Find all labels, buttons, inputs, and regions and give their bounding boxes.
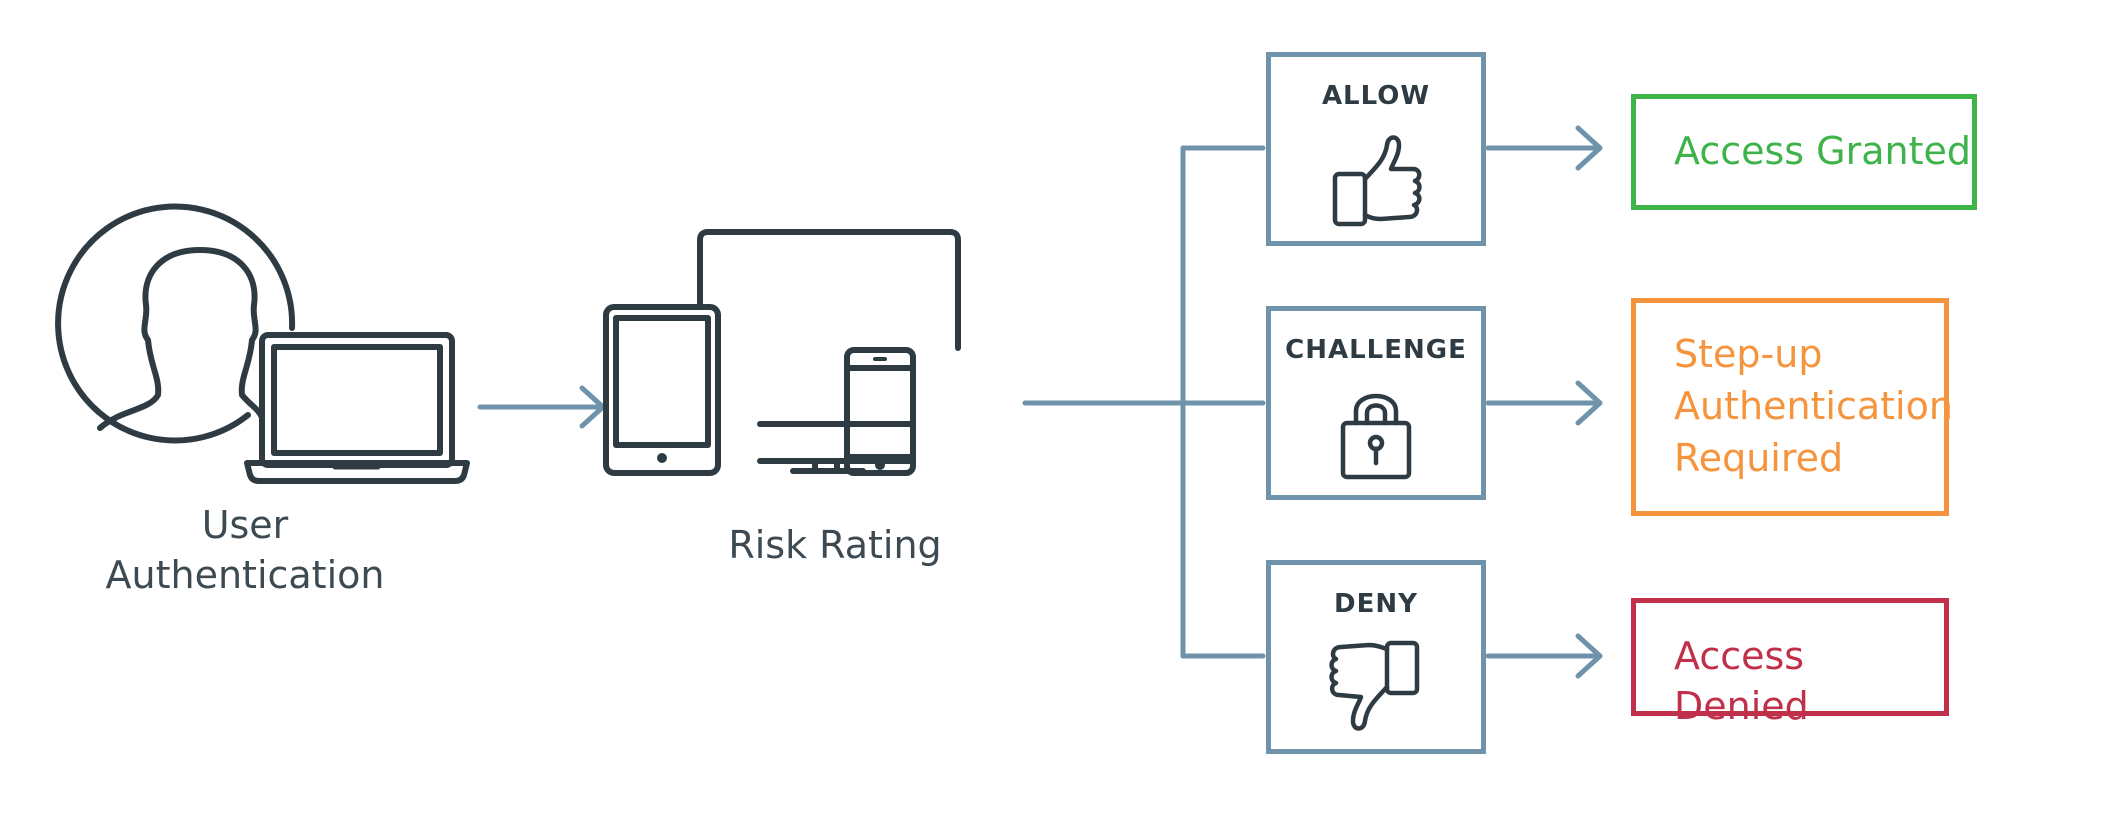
decision-allow: ALLOW <box>1266 52 1486 246</box>
outcome-step-up-line3: Required <box>1674 436 1844 480</box>
thumbs-down-icon <box>1329 640 1420 731</box>
user-authentication-label-line1: User <box>201 503 289 547</box>
decision-challenge: CHALLENGE <box>1266 306 1486 500</box>
outcome-access-denied-text: Access Denied <box>1674 634 1809 728</box>
laptop-screen <box>271 344 443 456</box>
tablet-screen <box>613 315 711 448</box>
outcome-access-denied: Access Denied <box>1631 598 1949 728</box>
tablet-home-button <box>657 453 667 463</box>
phone-home-button <box>875 460 885 470</box>
tablet-icon <box>603 304 721 476</box>
arrowhead-challenge <box>1575 380 1603 426</box>
user-silhouette-icon <box>97 247 265 431</box>
laptop-base <box>244 460 470 484</box>
outcome-step-up-authentication: Step-up Authentication Required <box>1631 298 1953 516</box>
multi-device-icon <box>603 229 961 476</box>
user-authentication-label-line2: Authentication <box>105 553 385 597</box>
risk-rating-label: Risk Rating <box>728 523 942 567</box>
outcome-access-granted-text: Access Granted <box>1674 129 1972 173</box>
decision-challenge-title: CHALLENGE <box>1285 335 1467 365</box>
user-laptop-icon <box>55 203 470 484</box>
laptop-lid <box>259 332 455 468</box>
phone-icon <box>844 347 916 476</box>
monitor-icon <box>697 229 961 351</box>
decision-deny: DENY <box>1266 560 1486 754</box>
arrowhead-deny <box>1575 633 1603 679</box>
outcome-step-up-line1: Step-up <box>1674 332 1823 376</box>
thumbs-up-icon <box>1332 135 1422 227</box>
padlock-icon <box>1340 393 1412 480</box>
user-authentication-label: User Authentication <box>60 500 430 600</box>
decision-deny-title: DENY <box>1334 589 1418 619</box>
outcome-step-up-line2: Authentication <box>1674 384 1953 428</box>
decision-allow-title: ALLOW <box>1321 81 1431 111</box>
outcome-access-granted: Access Granted <box>1631 94 1977 210</box>
user-circle-icon <box>55 203 296 444</box>
arrowhead-allow <box>1575 125 1603 171</box>
